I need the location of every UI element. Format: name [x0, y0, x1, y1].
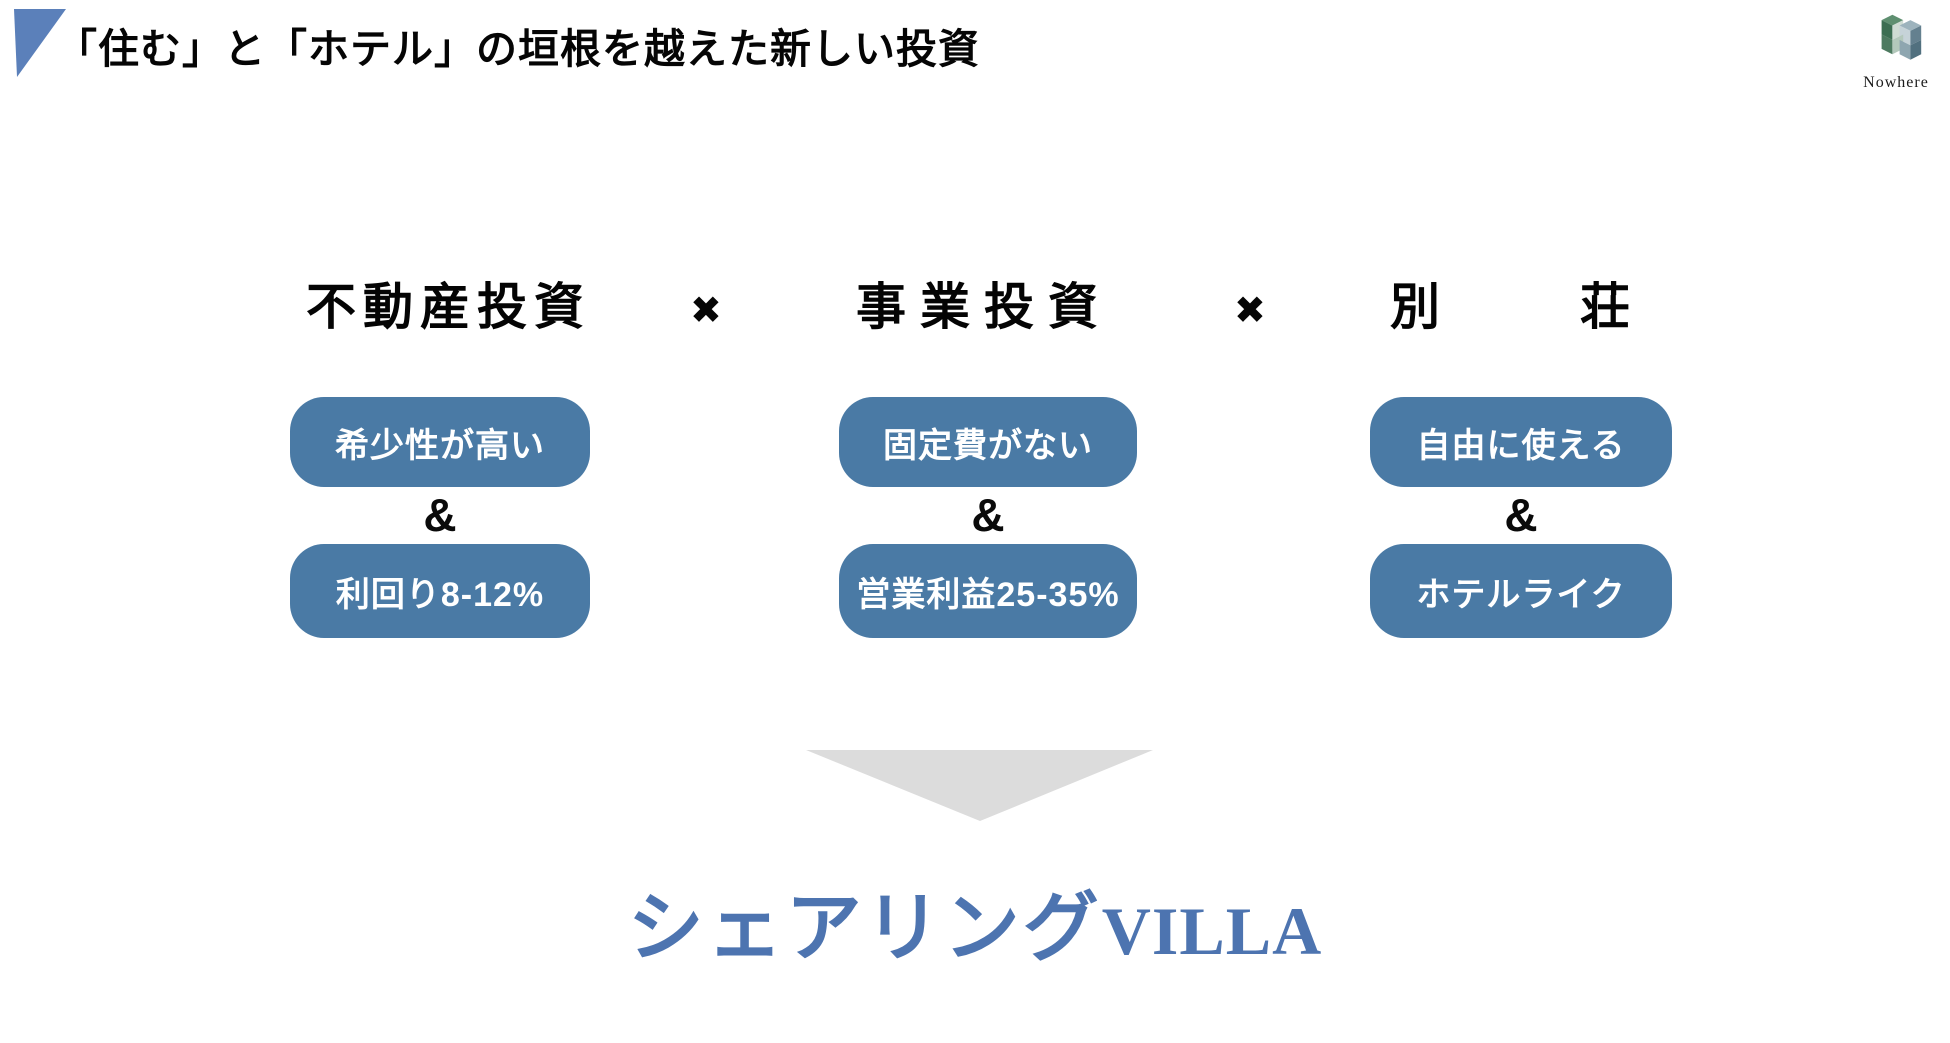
ampersand-connector: & [423, 489, 457, 541]
badge-rarity: 希少性が高い [290, 397, 590, 487]
down-triangle-arrow-icon [806, 750, 1153, 821]
result-brand-en: VILLA [1101, 893, 1323, 969]
badge-yield: 利回り8-12% [290, 544, 590, 638]
multiply-icon: ✖ [1234, 290, 1266, 332]
badge-free-use: 自由に使える [1370, 397, 1672, 487]
result-brand: シェアリングVILLA [0, 884, 1950, 975]
result-brand-jp: シェアリング [627, 887, 1102, 971]
column-title-real-estate: 不動産投資 [306, 279, 591, 335]
badge-operating-profit: 営業利益25-35% [839, 544, 1137, 638]
corner-accent-triangle-icon [14, 9, 66, 77]
ampersand-connector: & [971, 489, 1005, 541]
badge-no-fixed-cost: 固定費がない [839, 397, 1137, 487]
ampersand-connector: & [1504, 489, 1538, 541]
nowhere-logo: Nowhere [1856, 10, 1936, 92]
badge-hotel-like: ホテルライク [1370, 544, 1672, 638]
page-title: 「住む」と「ホテル」の垣根を越えた新しい投資 [56, 26, 980, 72]
column-title-business: 事業投資 [856, 279, 1112, 335]
nowhere-logo-icon [1881, 14, 1922, 60]
column-title-villa: 別荘 [1390, 279, 1770, 335]
multiply-icon: ✖ [690, 290, 722, 332]
nowhere-logo-text: Nowhere [1863, 74, 1929, 91]
